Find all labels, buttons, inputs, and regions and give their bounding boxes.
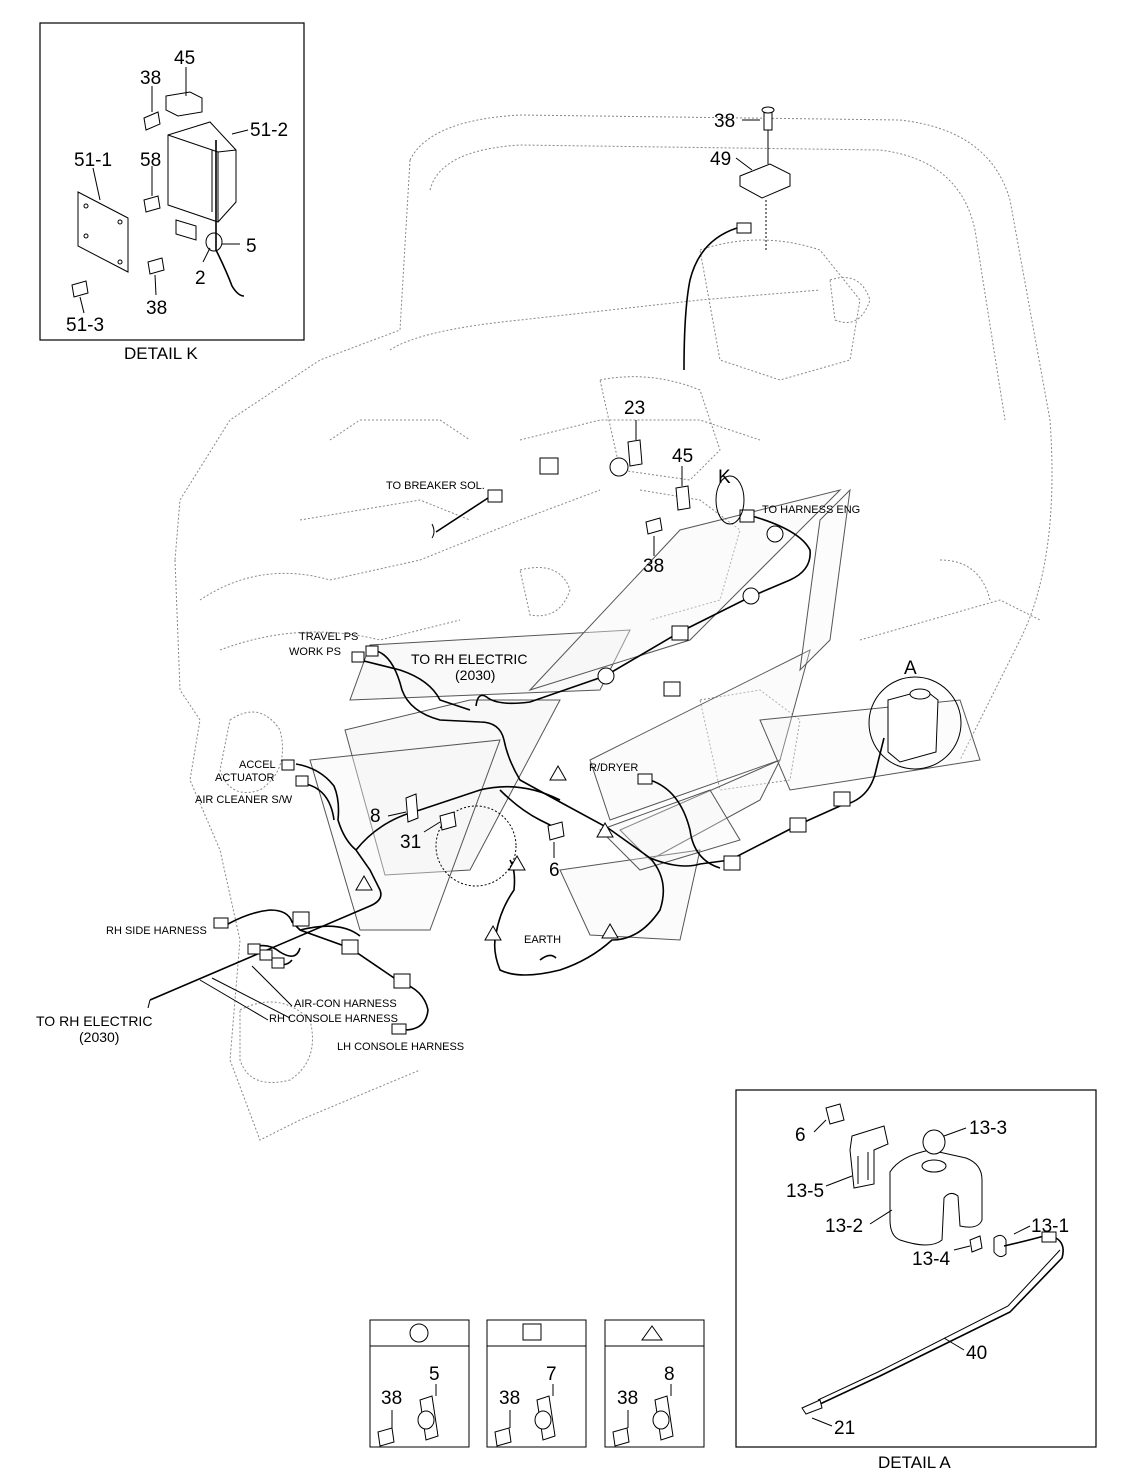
connectors xyxy=(213,509,755,1035)
callout-13-3: 13-3 xyxy=(969,1118,1007,1139)
main-harness xyxy=(147,489,885,1031)
label-travel-ps: TRAVEL PS xyxy=(299,631,358,643)
square-icon xyxy=(522,1323,542,1341)
legend-clip-5: 5 xyxy=(429,1364,440,1385)
callout-2: 2 xyxy=(195,268,206,289)
label-aircon-harness: AIR-CON HARNESS xyxy=(294,998,397,1010)
legend-bolt-38: 38 xyxy=(499,1388,520,1409)
label-work-ps: WORK PS xyxy=(289,646,341,658)
triangle-icon xyxy=(641,1325,663,1341)
callout-51-1: 51-1 xyxy=(74,150,112,171)
detail-k-reference: 23 45 K 38 xyxy=(624,398,745,577)
circle-icon xyxy=(409,1323,429,1343)
detail-a-title: DETAIL A xyxy=(878,1453,951,1472)
center-parts: 8 31 6 xyxy=(370,793,565,887)
label-to-rh-electric: TO RH ELECTRIC xyxy=(36,1013,152,1029)
label-breaker-sol: TO BREAKER SOL. xyxy=(386,480,485,492)
label-to-rh-electric: TO RH ELECTRIC xyxy=(411,651,527,667)
callout-A: A xyxy=(904,658,917,679)
callout-13-5: 13-5 xyxy=(786,1181,824,1202)
harness-clamps xyxy=(292,457,851,989)
callout-13-4: 13-4 xyxy=(912,1249,950,1270)
label-rh-side-harness: RH SIDE HARNESS xyxy=(106,925,207,937)
label-rdryer: R/DRYER xyxy=(589,762,638,774)
detail-a-reference: A xyxy=(868,658,962,770)
label-actuator: ACTUATOR xyxy=(215,772,275,784)
clamp-legend: 38 5 38 7 38 8 xyxy=(369,1319,705,1448)
detail-a: 6 13-3 13-5 13-2 13-1 13-4 40 21 xyxy=(735,1089,1097,1448)
label-earth: EARTH xyxy=(524,934,561,946)
legend-clip-8: 8 xyxy=(664,1364,675,1385)
callout-38: 38 xyxy=(146,298,167,319)
label-air-cleaner: AIR CLEANER S/W xyxy=(195,794,293,806)
callout-38: 38 xyxy=(714,111,735,132)
callout-13-1: 13-1 xyxy=(1031,1216,1069,1237)
label-rh-console-harness: RH CONSOLE HARNESS xyxy=(269,1013,398,1025)
callout-21: 21 xyxy=(834,1418,855,1439)
callout-23: 23 xyxy=(624,398,645,419)
label-lh-console-harness: LH CONSOLE HARNESS xyxy=(337,1041,464,1053)
label-code: (2030) xyxy=(79,1029,119,1045)
bracket-assembly-49: 38 49 xyxy=(683,106,791,371)
callout-K: K xyxy=(718,467,731,488)
harness-labels: TO BREAKER SOL. TO HARNESS ENG TRAVEL PS… xyxy=(36,480,860,1053)
label-code: (2030) xyxy=(455,667,495,683)
label-accel: ACCEL xyxy=(239,759,276,771)
callout-40: 40 xyxy=(966,1343,987,1364)
detail-k: 45 38 51-2 51-1 58 5 2 38 51-3 xyxy=(39,22,305,341)
legend-bolt-38: 38 xyxy=(381,1388,402,1409)
callout-58: 58 xyxy=(140,150,161,171)
callout-5: 5 xyxy=(246,236,257,257)
detail-k-title: DETAIL K xyxy=(124,344,198,363)
callout-31: 31 xyxy=(400,832,421,853)
callout-38: 38 xyxy=(140,68,161,89)
legend-bolt-38: 38 xyxy=(617,1388,638,1409)
callout-6: 6 xyxy=(549,860,560,881)
callout-49: 49 xyxy=(710,149,731,170)
callout-8: 8 xyxy=(370,806,381,827)
callout-45: 45 xyxy=(174,48,195,69)
callout-13-2: 13-2 xyxy=(825,1216,863,1237)
callout-38: 38 xyxy=(643,556,664,577)
legend-clip-7: 7 xyxy=(546,1364,557,1385)
label-harness-eng: TO HARNESS ENG xyxy=(762,504,860,516)
callout-6: 6 xyxy=(795,1125,806,1146)
callout-45: 45 xyxy=(672,446,693,467)
callout-51-2: 51-2 xyxy=(250,120,288,141)
callout-51-3: 51-3 xyxy=(66,315,104,336)
